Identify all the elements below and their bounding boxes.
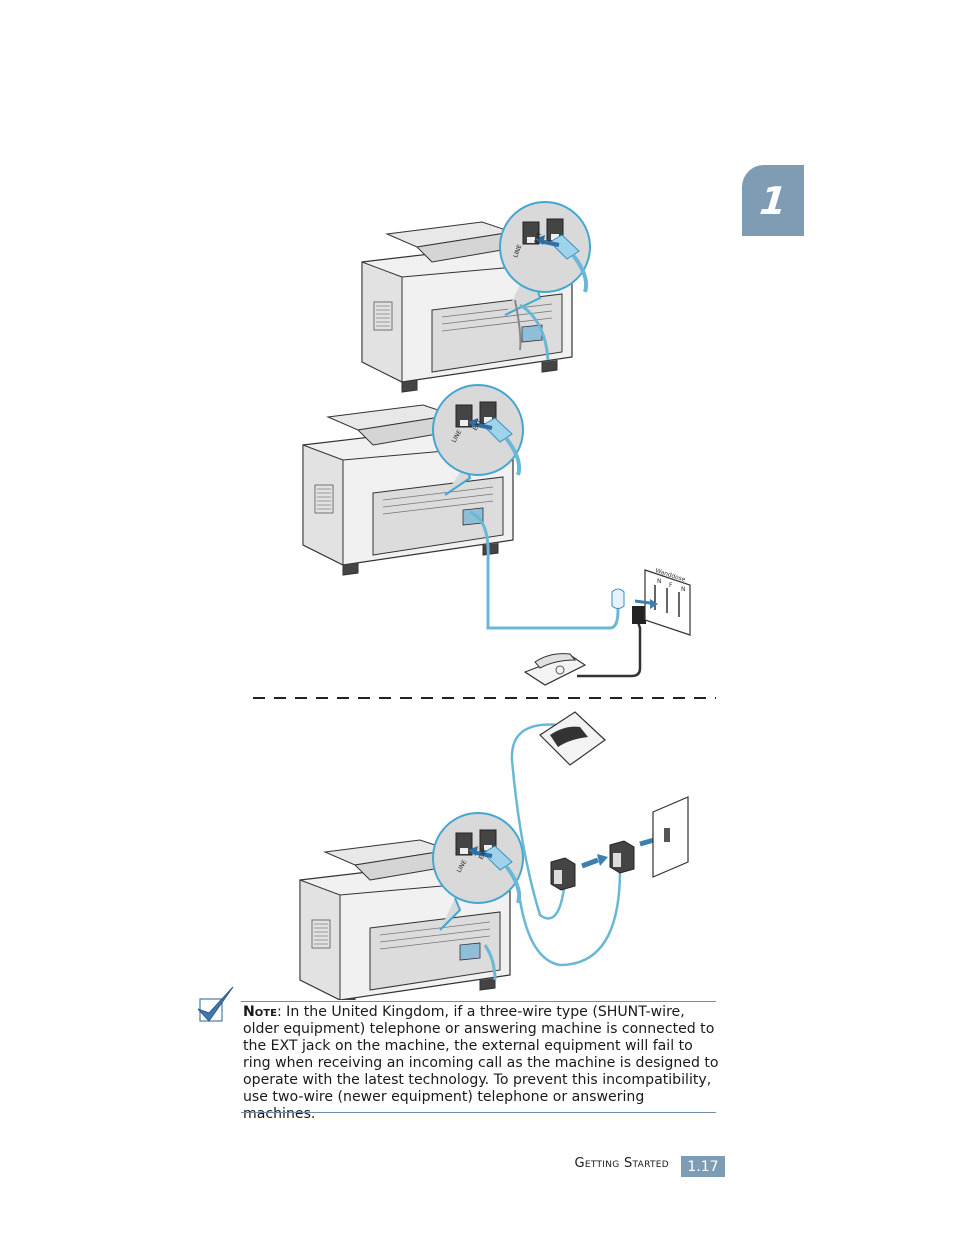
- ext-label-1: EXT: [533, 231, 544, 244]
- figure-1-fax-machine: LINE EXT: [361, 200, 592, 393]
- footer-section-title: Getting Started: [574, 1156, 669, 1171]
- note-label: Note: [243, 1004, 277, 1020]
- figure-2-wall-socket: LINE EXT Wanddose N F N: [302, 383, 691, 686]
- ext-label-3: EXT: [478, 847, 490, 861]
- socket-letter-n2: N: [681, 586, 686, 593]
- note-top-rule: [241, 1001, 716, 1002]
- page-number: 1.17: [681, 1156, 725, 1177]
- chapter-tab: 1: [742, 165, 804, 236]
- note-body: : In the United Kingdom, if a three-wire…: [243, 1004, 719, 1122]
- checkmark-icon: [197, 986, 234, 1022]
- line-label-1: LINE: [512, 244, 523, 259]
- socket-letter-n1: N: [657, 578, 662, 585]
- note-bottom-rule: [241, 1112, 716, 1113]
- note-paragraph: Note: In the United Kingdom, if a three-…: [243, 1004, 721, 1123]
- figure-3-uk-adapter: LINE EXT: [299, 711, 689, 1000]
- connection-illustration: LINE EXT LINE EXT Wanddose N F N LINE EX…: [253, 200, 716, 1000]
- ext-label-2: EXT: [472, 418, 484, 432]
- socket-letter-f: F: [669, 582, 673, 589]
